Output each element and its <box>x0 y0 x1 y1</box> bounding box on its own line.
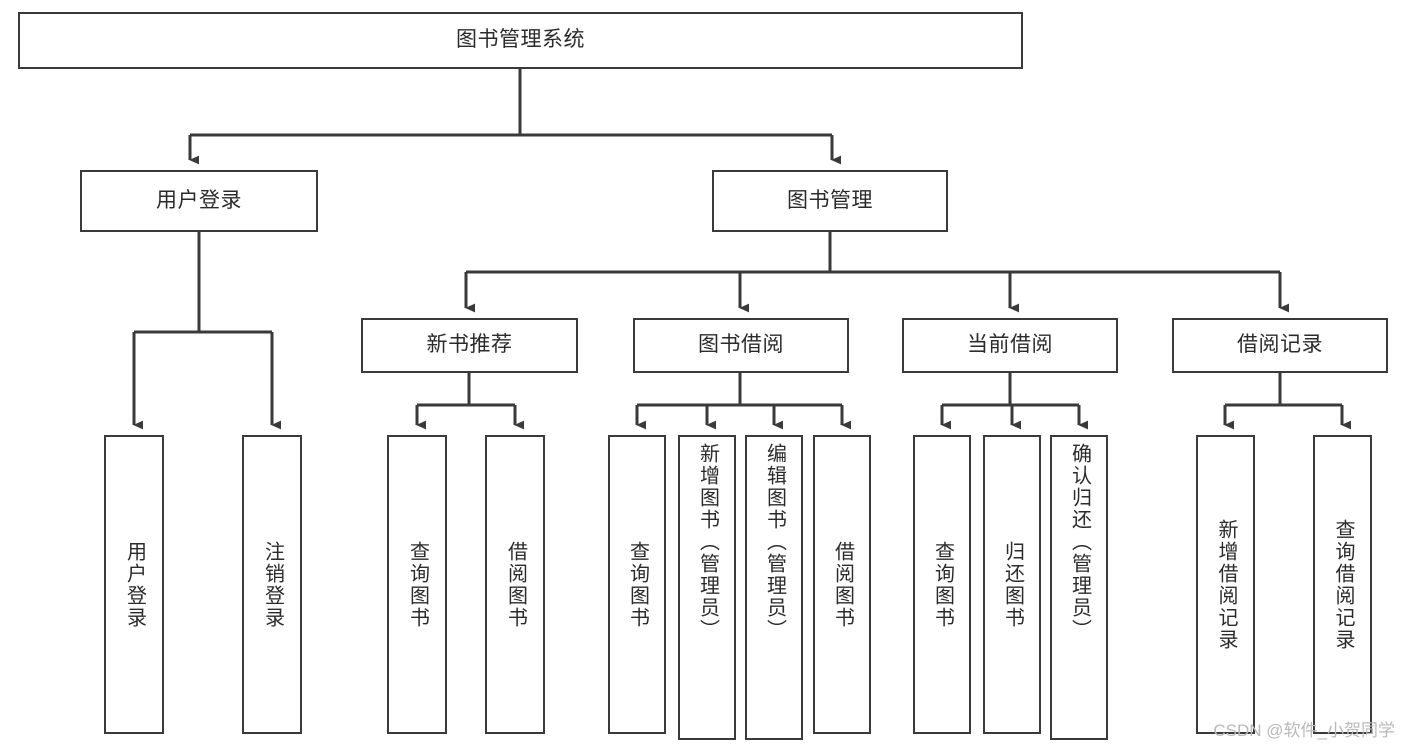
connector-userlogin-to-leaves <box>132 232 282 430</box>
leaf-borrow-book-label: 借阅图书 <box>831 540 854 629</box>
leaf-add-borrow-record[interactable]: 新增借阅记录 <box>1196 435 1255 734</box>
connector-bookmgmt-to-level2 <box>464 232 1290 313</box>
leaf-logout[interactable]: 注销登录 <box>242 435 302 734</box>
leaf-return-book-label: 归还图书 <box>1001 540 1024 629</box>
connector-root-to-level1 <box>188 69 842 165</box>
leaf-query-book-recommend[interactable]: 查询图书 <box>387 435 447 734</box>
leaf-query-book-recommend-label: 查询图书 <box>406 540 429 629</box>
leaf-add-book-admin-label: 新增图书（管理员） <box>696 443 719 641</box>
leaf-add-borrow-record-label: 新增借阅记录 <box>1215 518 1237 651</box>
node-borrow-records-label: 借阅记录 <box>1237 333 1323 357</box>
leaf-query-book-borrow[interactable]: 查询图书 <box>608 435 666 734</box>
node-current-borrow[interactable]: 当前借阅 <box>902 318 1118 373</box>
leaf-query-book-current[interactable]: 查询图书 <box>913 435 971 734</box>
leaf-add-book-admin[interactable]: 新增图书（管理员） <box>678 435 736 740</box>
leaf-borrow-book[interactable]: 借阅图书 <box>813 435 871 734</box>
node-new-book-recommend[interactable]: 新书推荐 <box>361 318 578 373</box>
connector-newbook-to-leaves <box>415 373 525 430</box>
leaf-confirm-return-admin[interactable]: 确认归还（管理员） <box>1050 435 1108 740</box>
node-book-management[interactable]: 图书管理 <box>712 170 948 232</box>
node-root[interactable]: 图书管理系统 <box>18 12 1023 69</box>
node-book-borrow-label: 图书借阅 <box>698 333 784 357</box>
node-new-book-recommend-label: 新书推荐 <box>426 333 513 357</box>
csdn-watermark: CSDN @软件_小贺同学 <box>1213 721 1395 740</box>
leaf-edit-book-admin[interactable]: 编辑图书（管理员） <box>745 435 803 740</box>
connector-borrow-to-leaves <box>635 373 852 430</box>
node-user-login-label: 用户登录 <box>156 188 242 212</box>
leaf-confirm-return-admin-label: 确认归还（管理员） <box>1068 443 1091 641</box>
leaf-borrow-book-recommend[interactable]: 借阅图书 <box>485 435 545 734</box>
node-user-login[interactable]: 用户登录 <box>80 170 318 232</box>
leaf-logout-label: 注销登录 <box>261 540 284 629</box>
leaf-query-borrow-record[interactable]: 查询借阅记录 <box>1313 435 1372 734</box>
leaf-user-login-label: 用户登录 <box>123 540 146 629</box>
connector-current-to-leaves <box>940 373 1089 430</box>
leaf-user-login[interactable]: 用户登录 <box>104 435 164 734</box>
leaf-edit-book-admin-label: 编辑图书（管理员） <box>763 443 786 641</box>
node-book-management-label: 图书管理 <box>787 188 873 212</box>
connector-records-to-leaves <box>1223 373 1352 430</box>
leaf-borrow-book-recommend-label: 借阅图书 <box>504 540 527 629</box>
leaf-return-book[interactable]: 归还图书 <box>983 435 1041 734</box>
leaf-query-borrow-record-label: 查询借阅记录 <box>1332 518 1354 651</box>
node-current-borrow-label: 当前借阅 <box>967 333 1053 357</box>
node-root-label: 图书管理系统 <box>456 28 585 52</box>
leaf-query-book-borrow-label: 查询图书 <box>626 540 649 629</box>
leaf-query-book-current-label: 查询图书 <box>931 540 954 629</box>
node-book-borrow[interactable]: 图书借阅 <box>633 318 849 373</box>
node-borrow-records[interactable]: 借阅记录 <box>1172 318 1388 373</box>
